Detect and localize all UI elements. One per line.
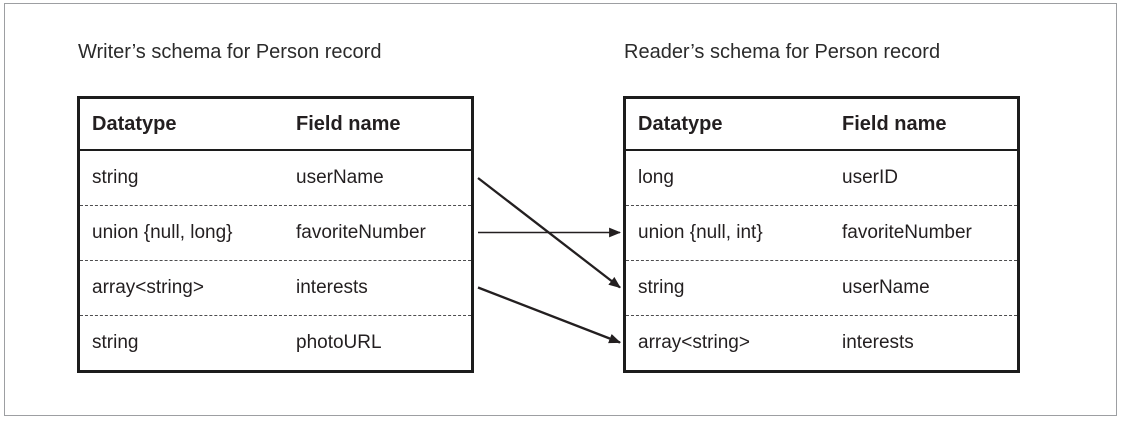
table-row: array<string> interests	[626, 315, 1017, 370]
table-row: string userName	[626, 260, 1017, 315]
field-name-cell: photoURL	[296, 332, 382, 353]
field-name-cell: interests	[842, 332, 914, 353]
field-name-cell: userName	[842, 277, 930, 298]
table-row: string photoURL	[80, 315, 471, 370]
datatype-cell: union {null, long}	[92, 222, 233, 243]
field-name-cell: userID	[842, 167, 898, 188]
table-row: union {null, long} favoriteNumber	[80, 205, 471, 260]
datatype-header: Datatype	[92, 112, 177, 135]
datatype-cell: union {null, int}	[638, 222, 763, 243]
datatype-cell: string	[92, 167, 139, 188]
field-name-header: Field name	[842, 112, 947, 135]
datatype-cell: long	[638, 167, 674, 188]
table-row: array<string> interests	[80, 260, 471, 315]
table-row: string userName	[80, 151, 471, 205]
field-name-header: Field name	[296, 112, 401, 135]
field-name-cell: interests	[296, 277, 368, 298]
field-name-cell: favoriteNumber	[296, 222, 426, 243]
field-name-cell: favoriteNumber	[842, 222, 972, 243]
datatype-cell: string	[638, 277, 685, 298]
table-row: union {null, int} favoriteNumber	[626, 205, 1017, 260]
table-header-row: Datatype Field name	[626, 99, 1017, 151]
datatype-cell: array<string>	[92, 277, 204, 298]
reader-schema-title: Reader’s schema for Person record	[624, 41, 941, 63]
table-row: long userID	[626, 151, 1017, 205]
writer-schema-title: Writer’s schema for Person record	[78, 41, 382, 63]
datatype-cell: array<string>	[638, 332, 750, 353]
field-name-cell: userName	[296, 167, 384, 188]
datatype-cell: string	[92, 332, 139, 353]
reader-schema-table: Datatype Field name long userID union {n…	[623, 96, 1020, 373]
table-header-row: Datatype Field name	[80, 99, 471, 151]
writer-schema-table: Datatype Field name string userName unio…	[77, 96, 474, 373]
datatype-header: Datatype	[638, 112, 723, 135]
